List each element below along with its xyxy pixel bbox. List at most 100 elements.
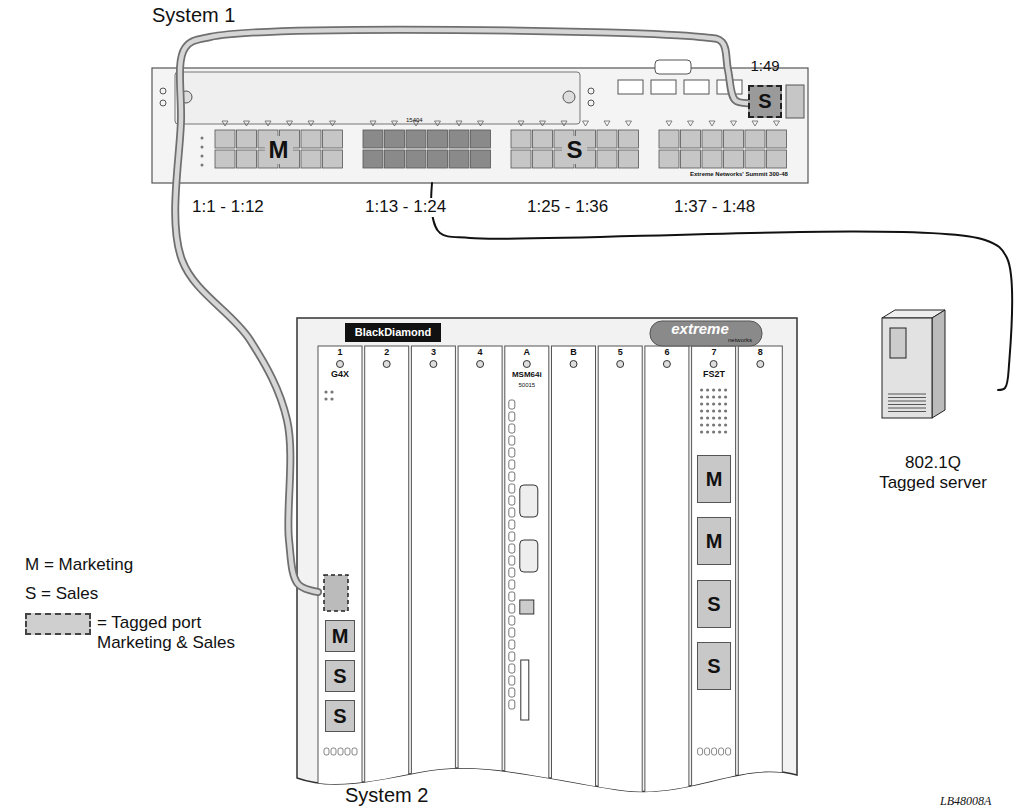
card-connector <box>509 676 515 685</box>
card-led <box>726 748 731 755</box>
status-led <box>700 402 703 405</box>
slot-number: 8 <box>758 348 763 358</box>
ethernet-port <box>385 150 405 168</box>
ethernet-port <box>619 150 639 168</box>
node-heading: 1 <box>318 347 362 357</box>
card-connector <box>509 628 515 637</box>
screw <box>160 100 166 106</box>
status-led <box>718 402 721 405</box>
ethernet-port <box>724 150 744 168</box>
switch-chassis <box>152 68 808 183</box>
status-led <box>712 409 715 412</box>
port-range: 1:1 - 1:12 <box>190 198 266 217</box>
node-heading: 7 <box>692 347 736 357</box>
port-led <box>561 121 567 126</box>
slot-panel <box>598 346 642 796</box>
status-led <box>201 164 204 167</box>
card-connector <box>509 400 515 409</box>
ethernet-port <box>659 130 679 148</box>
ethernet-port <box>554 150 574 168</box>
uplink-port <box>786 85 804 118</box>
node-label: S <box>758 90 771 113</box>
status-led <box>706 423 709 426</box>
slot-number: B <box>570 348 577 358</box>
tagged-port <box>324 575 348 611</box>
node-label: M <box>265 136 293 164</box>
server-front <box>882 318 932 418</box>
vent-slat <box>888 408 926 409</box>
port-led <box>709 121 715 126</box>
port-module: S <box>697 642 731 690</box>
vent-slat <box>888 401 926 402</box>
card-connector <box>509 556 515 565</box>
ethernet-port <box>659 150 679 168</box>
port-range: 1:13 - 1:24 <box>363 198 448 217</box>
ethernet-port <box>363 130 383 148</box>
ethernet-port <box>449 150 469 168</box>
status-led <box>724 402 727 405</box>
port-group: S <box>511 128 638 172</box>
port-range: 1:25 - 1:36 <box>525 198 610 217</box>
legend-entry: = Tagged port Marketing & Sales <box>25 613 267 652</box>
vent-slat <box>888 397 926 398</box>
sfp-slot <box>618 80 643 94</box>
status-led <box>712 430 715 433</box>
port-led <box>518 121 524 126</box>
sfp-slot <box>651 80 676 94</box>
status-led <box>706 409 709 412</box>
card-connector <box>509 520 515 529</box>
status-led <box>700 409 703 412</box>
ethernet-port <box>511 150 531 168</box>
slot-number: A <box>524 348 531 358</box>
card-led <box>338 748 343 755</box>
card-connector <box>509 460 515 469</box>
status-led <box>201 137 204 140</box>
status-led <box>330 397 333 400</box>
card-connector <box>509 664 515 673</box>
ethernet-port <box>619 130 639 148</box>
port-range: 1:37 - 1:48 <box>672 198 757 217</box>
status-led <box>706 402 709 405</box>
slot-screw <box>383 361 390 368</box>
node-heading: System 1 <box>152 4 235 27</box>
node-heading: FS2T <box>692 369 736 379</box>
ethernet-port <box>471 150 491 168</box>
slot-screw <box>523 361 530 368</box>
cable-core <box>175 30 748 592</box>
status-led <box>712 423 715 426</box>
ethernet-port <box>767 150 787 168</box>
slot-panel <box>505 346 549 796</box>
slot-panel <box>411 346 455 796</box>
card-connector <box>509 484 515 493</box>
serial-port <box>520 485 538 517</box>
status-led <box>718 395 721 398</box>
product-name: Extreme Networks' Summit 300-48 <box>690 171 788 178</box>
sfp-slot <box>684 80 709 94</box>
status-led <box>700 430 703 433</box>
screw <box>563 91 575 103</box>
card-led <box>719 748 724 755</box>
ethernet-port <box>745 130 765 148</box>
port-group: M <box>215 128 342 172</box>
ethernet-port <box>215 130 235 148</box>
port-led <box>688 121 694 126</box>
slot-screw <box>710 361 717 368</box>
ethernet-port <box>406 130 426 148</box>
port-led <box>308 121 314 126</box>
status-led <box>324 390 327 393</box>
ethernet-port <box>554 130 574 148</box>
status-led <box>724 395 727 398</box>
card-connector <box>509 640 515 649</box>
card-connector <box>509 448 515 457</box>
slot-panel <box>692 346 736 796</box>
card-led <box>712 748 717 755</box>
ethernet-port <box>406 150 426 168</box>
server-side <box>932 310 945 418</box>
slot-screw <box>337 361 344 368</box>
status-led <box>706 416 709 419</box>
ethernet-port <box>767 130 787 148</box>
ethernet-port <box>724 130 744 148</box>
card-led <box>705 748 710 755</box>
card-led <box>352 748 357 755</box>
